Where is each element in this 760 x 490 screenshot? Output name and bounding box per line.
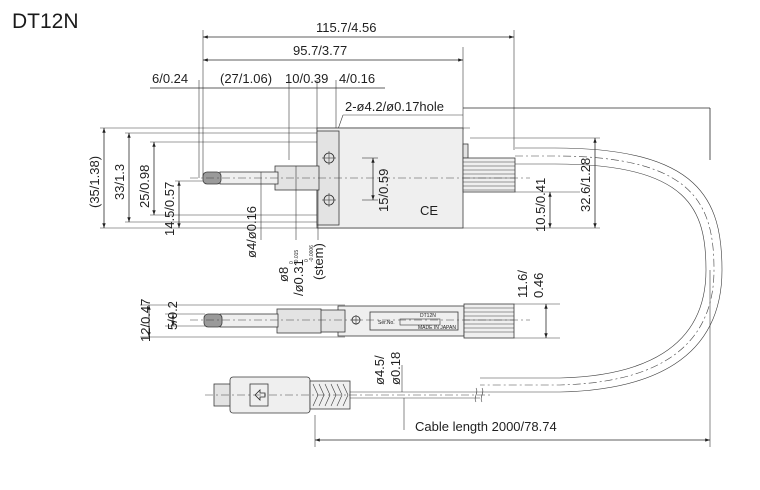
- tip-dia-label: ø4/ø0.16: [244, 206, 259, 258]
- d32-6-label: 32.6/1.28: [578, 158, 593, 212]
- stem-dia-main: ø8: [276, 267, 291, 282]
- nameplate: [369, 311, 459, 331]
- stem-dia-inch: /ø0.31: [291, 259, 306, 296]
- d4-label: 4/0.16: [339, 71, 375, 86]
- d14-5-label: 14.5/0.57: [162, 182, 177, 236]
- cable-length-label: Cable length 2000/78.74: [415, 419, 557, 434]
- d25-label: 25/0.98: [137, 165, 152, 208]
- d10-label: 10/0.39: [285, 71, 328, 86]
- nameplate-serial: Ser.No.: [378, 320, 395, 326]
- cable-boot-side: [463, 303, 515, 339]
- d33-label: 33/1.3: [112, 164, 127, 200]
- cable-loop-outer: [480, 147, 723, 393]
- d11-6-label-a: 11.6/: [515, 270, 530, 298]
- d10-5-label: 10.5/0.41: [533, 178, 548, 232]
- cable-loop-inner: [480, 163, 707, 379]
- stem-label: (stem): [311, 243, 326, 280]
- d11-6-label-b: 0.46: [531, 273, 546, 298]
- cable-dia-label-b: ø0.18: [388, 352, 403, 385]
- d27-label: (27/1.06): [220, 71, 272, 86]
- cable-boot-top: [462, 157, 516, 193]
- model-title: DT12N: [12, 10, 79, 33]
- overall-length-label: 115.7/4.56: [316, 20, 376, 35]
- stem-tol-2: -0.015: [294, 250, 300, 264]
- stem-tol-1: 0: [289, 261, 295, 264]
- d5-label: 5/0.2: [165, 301, 180, 330]
- body-length-label: 95.7/3.77: [293, 43, 347, 58]
- nameplate-model: DT12N: [420, 313, 436, 319]
- stem-tol-3: 0: [304, 259, 310, 262]
- d12-label: 12/0.47: [138, 299, 153, 342]
- nameplate-made: MADE IN JAPAN: [418, 325, 456, 331]
- d6-label: 6/0.24: [152, 71, 188, 86]
- d15-label: 15/0.59: [376, 169, 391, 212]
- stem-tol-4: -0.0006: [309, 245, 315, 262]
- hole-label: 2-ø4.2/ø0.17hole: [345, 99, 444, 114]
- d35-label: (35/1.38): [87, 156, 102, 208]
- ce-mark: CE: [420, 203, 438, 218]
- cable-dia-label-a: ø4.5/: [372, 355, 387, 385]
